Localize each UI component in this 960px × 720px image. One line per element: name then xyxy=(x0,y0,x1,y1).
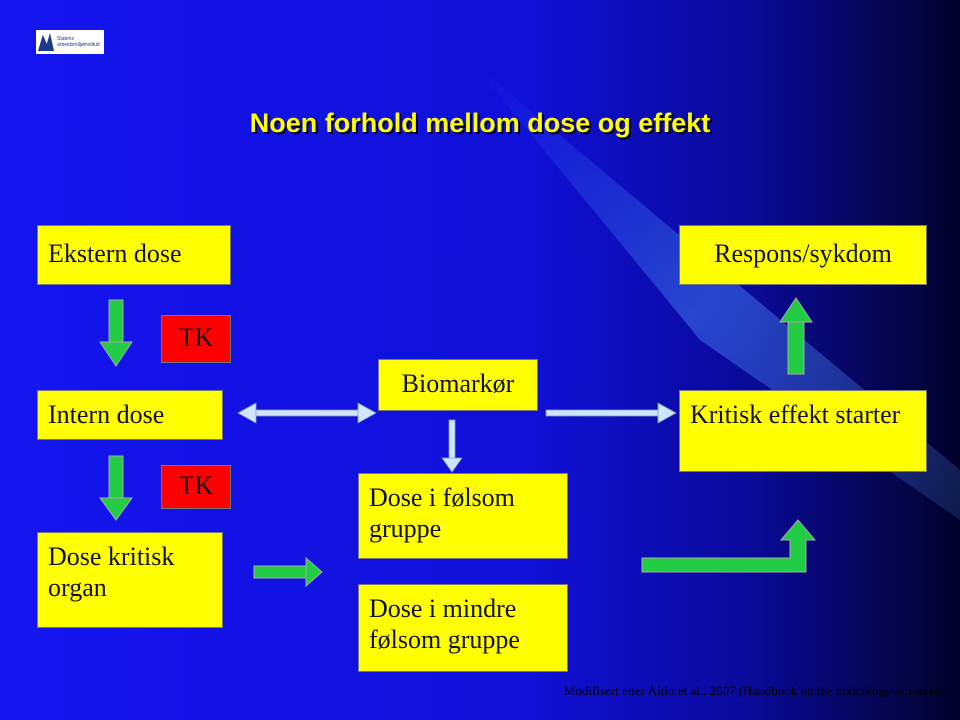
source-credit: Modifisert etter Aitio et al., 2007 (Han… xyxy=(564,683,943,698)
box-respons-sykdom: Respons/sykdom xyxy=(679,225,927,285)
box-ekstern-dose: Ekstern dose xyxy=(37,225,231,285)
page-title: Noen forhold mellom dose og effekt xyxy=(249,108,711,138)
box-intern-dose: Intern dose xyxy=(37,390,223,440)
box-tk-2: TK xyxy=(161,465,231,509)
box-dose-mindre-folsom-gruppe: Dose i mindre følsom gruppe xyxy=(358,584,568,672)
logo-text: Statens arbeidsmiljøinstitutt xyxy=(57,36,100,48)
logo: Statens arbeidsmiljøinstitutt xyxy=(36,30,104,54)
box-dose-kritisk-organ: Dose kritisk organ xyxy=(37,532,223,628)
box-biomarkor: Biomarkør xyxy=(378,359,538,411)
box-tk-1: TK xyxy=(161,315,231,363)
box-kritisk-effekt: Kritisk effekt starter xyxy=(679,390,927,472)
box-dose-folsom-gruppe: Dose i følsom gruppe xyxy=(358,473,568,559)
logo-mountain-icon xyxy=(38,33,54,51)
